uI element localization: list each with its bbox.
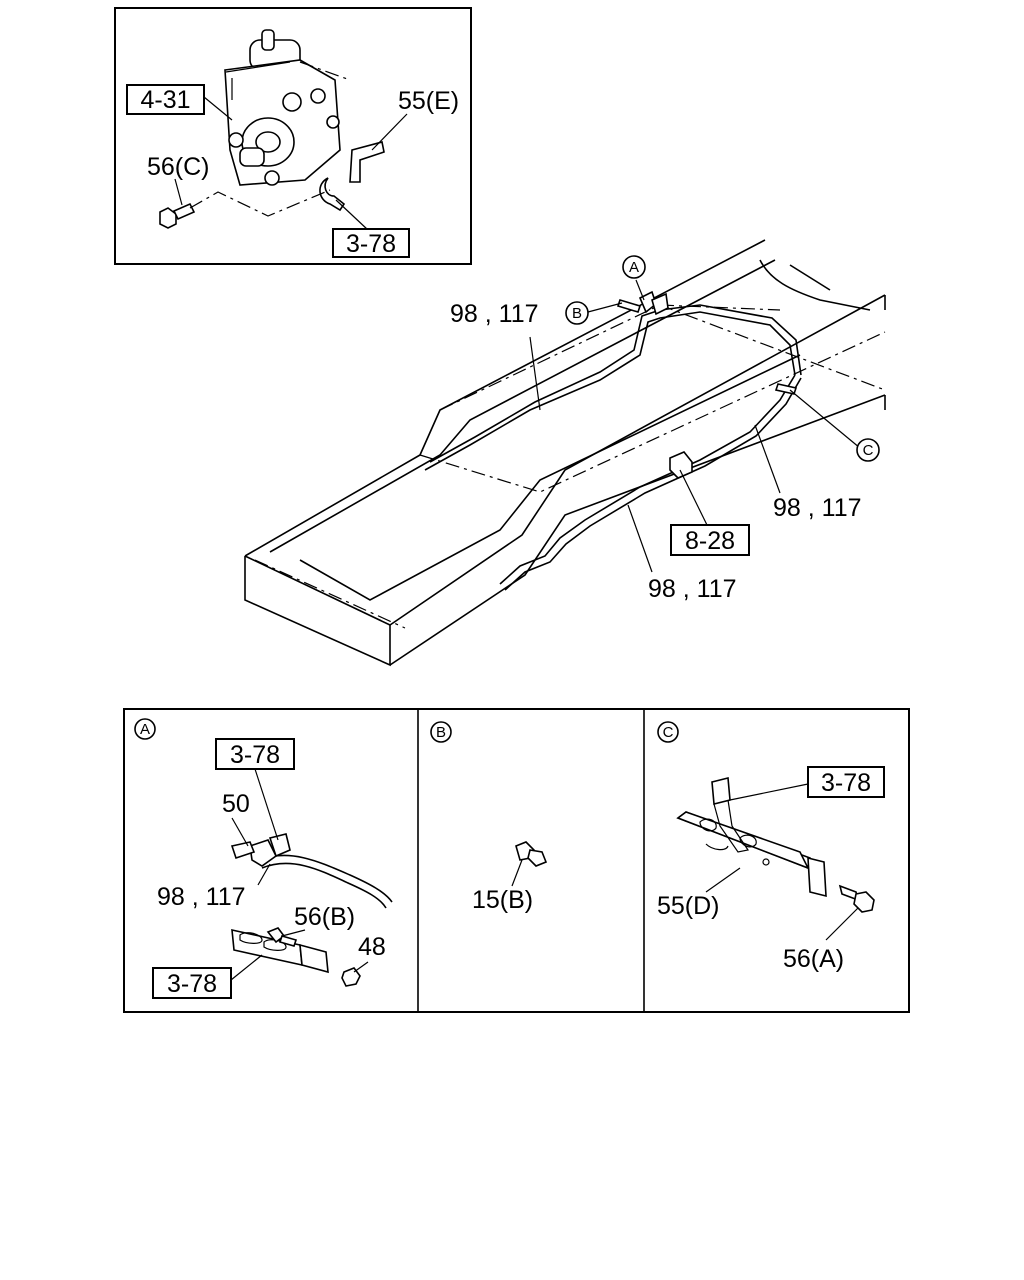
label-56c: 56(C): [147, 153, 210, 181]
fitting-15b-drawing: [515, 841, 548, 867]
label-pipe-bottom: 98 , 117: [648, 575, 737, 603]
label-50: 50: [222, 790, 250, 818]
label-55e: 55(E): [398, 87, 459, 115]
detail-b-panel: B 15(B): [430, 721, 548, 914]
detail-a-callout: [134, 718, 156, 740]
callout-a-letter: A: [629, 259, 639, 276]
detail-a-panel: A 3-78 50 98 , 117 56(B) 48 3-78: [134, 718, 393, 999]
label-48: 48: [358, 933, 386, 961]
label-15b: 15(B): [472, 886, 533, 914]
label-55d: 55(D): [657, 892, 720, 920]
label-56b: 56(B): [294, 903, 355, 931]
detail-panels-frame: [123, 708, 910, 1013]
ref-box-3-78-c[interactable]: [807, 766, 885, 798]
chassis-frame-drawing: [244, 239, 886, 667]
ref-box-8-28[interactable]: [670, 524, 750, 556]
ref-box-3-78-inset[interactable]: [332, 228, 410, 258]
label-pipe-top: 98 , 117: [450, 300, 539, 328]
ref-label-8-28: 8-28: [685, 527, 735, 555]
detail-c-callout-letter: C: [663, 724, 674, 741]
ref-box-3-78-a-bottom[interactable]: [152, 967, 232, 999]
bolt-56c-drawing: [159, 202, 196, 229]
label-pipe-a: 98 , 117: [157, 883, 246, 911]
callout-c[interactable]: [856, 438, 880, 462]
ref-label-4-31: 4-31: [140, 86, 190, 114]
ref-label-3-78-inset: 3-78: [346, 230, 396, 258]
bolt-56a-drawing: [838, 884, 875, 913]
detail-a-callout-letter: A: [140, 721, 150, 738]
inset-pump-view: 4-31 55(E) 56(C) 3-78: [114, 7, 472, 265]
detail-c-panel: C 3-78 55(D) 56(A): [657, 721, 885, 973]
label-56a: 56(A): [783, 945, 844, 973]
detail-b-callout-letter: B: [436, 724, 446, 741]
detail-b-callout: [430, 721, 452, 743]
connector-8-28-drawing: [669, 451, 693, 479]
ref-label-3-78-a-bottom: 3-78: [167, 970, 217, 998]
callout-c-letter: C: [863, 442, 874, 459]
callout-a[interactable]: [622, 255, 646, 279]
callout-b-letter: B: [572, 305, 582, 322]
fuel-pipe-drawing: [424, 304, 802, 591]
label-pipe-right: 98 , 117: [773, 494, 862, 522]
ref-label-3-78-a-top: 3-78: [230, 741, 280, 769]
ref-box-4-31[interactable]: [126, 84, 205, 115]
ref-label-3-78-c: 3-78: [821, 769, 871, 797]
pump-assembly-drawing: [224, 29, 351, 186]
detail-c-callout: [657, 721, 679, 743]
callout-b[interactable]: [565, 301, 589, 325]
main-frame-view: A B C 98 , 117 98 , 117 98 , 117 8-28: [244, 239, 886, 667]
